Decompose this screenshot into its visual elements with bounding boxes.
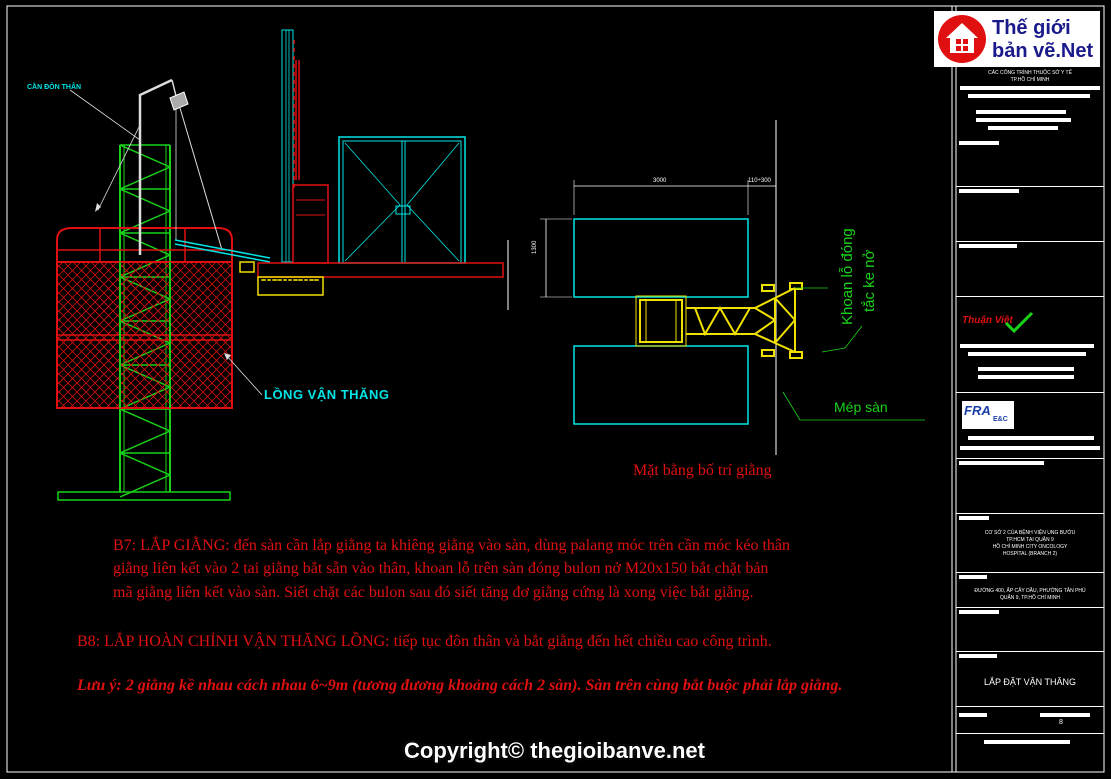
dim-3000: 3000 xyxy=(653,178,667,184)
plan-cage-top xyxy=(573,218,749,298)
leader-can-don-than xyxy=(69,89,141,141)
leader-long-van-thang xyxy=(225,354,263,396)
hoist-elevation xyxy=(56,78,271,501)
tb-sheet-no: 8 xyxy=(1059,719,1063,726)
logo-line1: Thế giới xyxy=(992,17,1071,39)
pulley-block xyxy=(169,91,189,111)
cage-roof xyxy=(56,227,233,262)
note-luu-y: Lưu ý: 2 giằng kề nhau cách nhau 6~9m (t… xyxy=(77,677,843,694)
label-khoan-lo-dong: Khoan lỗ đóng xyxy=(839,228,856,325)
label-tac-ke-no: tắc ke nở xyxy=(861,249,878,312)
label-mep-san: Mép sàn xyxy=(834,399,888,415)
note-b7-line1: B7: LẮP GIẰNG: đến sàn cần lắp giằng ta … xyxy=(113,537,791,554)
tie-plan-view xyxy=(540,120,925,455)
note-b8: B8: LẮP HOÀN CHỈNH VẬN THĂNG LỒNG: tiếp … xyxy=(77,633,772,650)
tb-fra-logo: FRA E&C xyxy=(962,401,1014,429)
house-logo-icon xyxy=(938,15,986,63)
dim-110-300: 110÷300 xyxy=(748,178,771,184)
tb-project-line2: TP.HCM TẠI QUẬN 9 xyxy=(1006,537,1054,543)
tb-address-line1: ĐƯỜNG 400, ẤP CÂY DẦU, PHƯỜNG TÂN PHÚ xyxy=(974,588,1086,594)
plan-tie-truss xyxy=(686,282,803,359)
note-b7-line2: giằng liên kết vào 2 tai giằng bắt sẵn v… xyxy=(113,560,769,577)
floor-slab xyxy=(257,262,504,278)
tb-contractor-brand: Thuận Việt xyxy=(962,315,1013,326)
cage-mesh xyxy=(56,261,233,409)
tb-address-line2: QUẬN 9, TP.HỒ CHÍ MINH xyxy=(999,595,1061,601)
jib-crane xyxy=(138,78,173,255)
dim-1300: 1300 xyxy=(532,240,538,254)
wall-column xyxy=(281,29,294,263)
tb-fra-brand: FRA xyxy=(964,403,991,418)
sheet-border xyxy=(6,5,1105,773)
plan-mast xyxy=(639,299,683,343)
tb-contractor-check-icon xyxy=(1004,311,1034,333)
building-elevation xyxy=(257,29,509,310)
title-block: CÁC CÔNG TRÌNH THUỘC SỞ Y TẾ TP.HỒ CHÍ M… xyxy=(956,6,1104,772)
label-long-van-thang: LỒNG VẬN THĂNG xyxy=(264,387,390,402)
plan-cage-bottom xyxy=(573,345,749,425)
logo-line2: bản vẽ.Net xyxy=(992,40,1094,62)
plan-title: Mặt bằng bố trí giằng xyxy=(633,462,772,479)
tb-owner-line2: TP.HỒ CHÍ MINH xyxy=(1010,77,1050,83)
tb-drawing-title: LẮP ĐẶT VẬN THĂNG xyxy=(983,677,1077,687)
site-logo: Thế giới bản vẽ.Net xyxy=(934,11,1100,67)
tb-fra-sub: E&C xyxy=(993,416,1008,423)
note-b7-line3: mã giằng liên kết vào sàn. Siết chặt các… xyxy=(113,584,754,601)
tb-contractor-logo: Thuận Việt xyxy=(962,309,1042,337)
tb-project-line4: HOSPITAL (BRANCH 2) xyxy=(1002,551,1058,557)
tb-owner-line1: CÁC CÔNG TRÌNH THUỘC SỞ Y TẾ xyxy=(988,70,1072,76)
label-can-don-than: CẦN ĐÔN THÂN xyxy=(27,84,82,91)
copyright-watermark: Copyright© thegioibanve.net xyxy=(404,738,705,763)
mast-base xyxy=(57,491,231,501)
tb-project-line3: HỒ CHÍ MINH CITY ONCOLOGY xyxy=(992,544,1068,550)
tie-brace xyxy=(174,239,271,259)
mast-lattice xyxy=(119,144,171,498)
tb-project-line1: CƠ SỞ 2 CỦA BỆNH VIỆN UNG BƯỚU xyxy=(984,530,1076,536)
door-handle-icon xyxy=(395,205,411,215)
